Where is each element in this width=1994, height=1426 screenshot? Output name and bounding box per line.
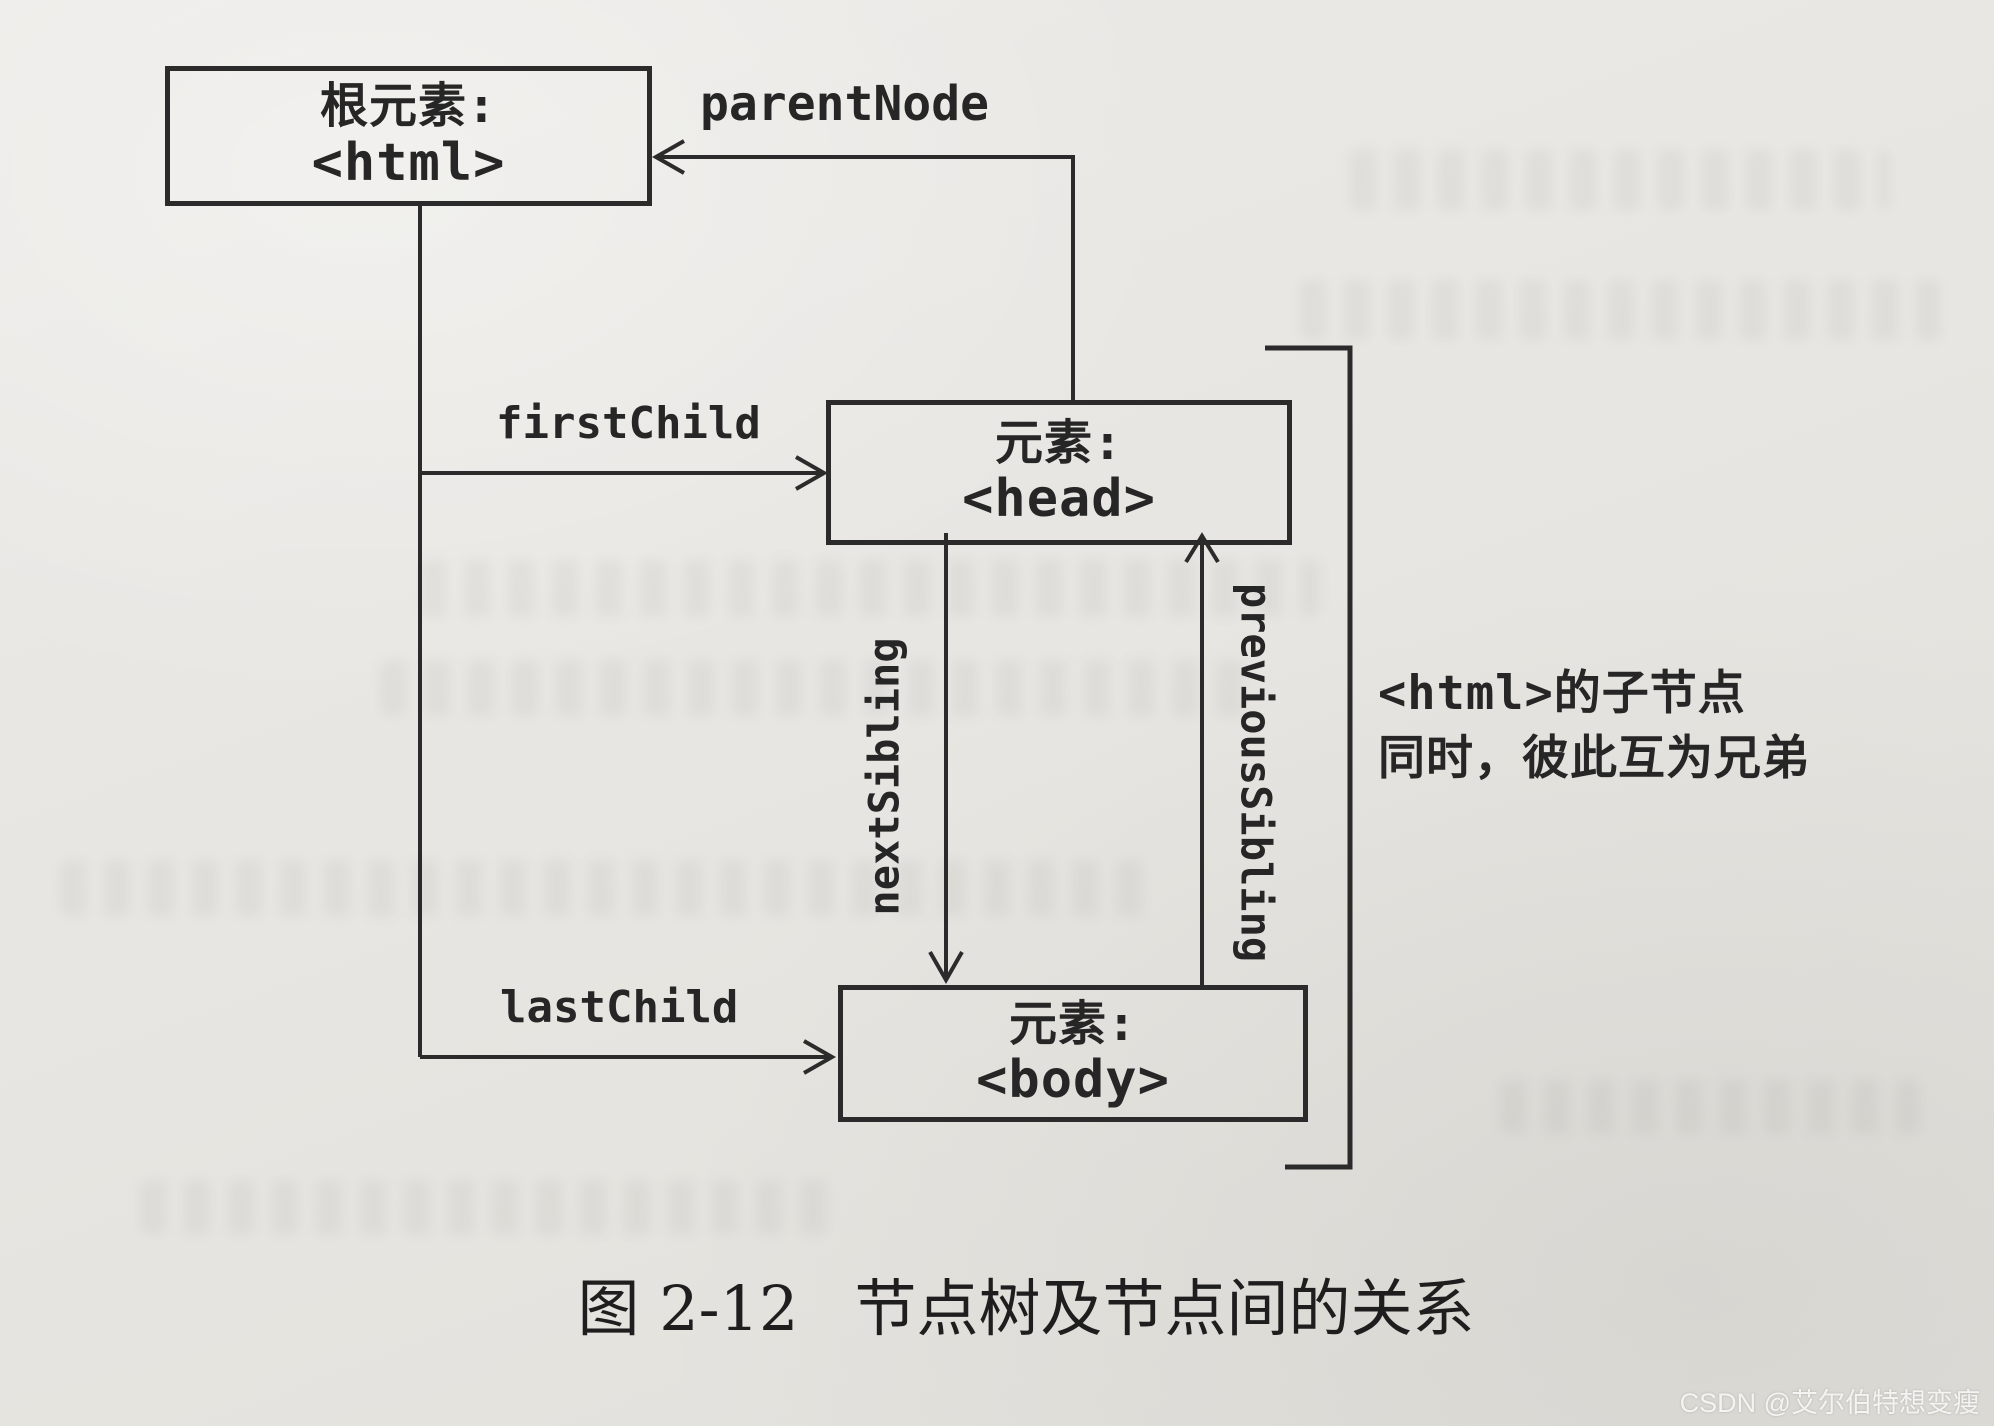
bleedthrough-smudge	[420, 560, 1320, 616]
previoussibling-arrowhead	[1186, 536, 1218, 562]
figure-caption: 图 2-12 节点树及节点间的关系	[0, 1258, 1994, 1348]
sibling-group-bracket	[1265, 348, 1350, 1167]
node-box-body: 元素: <body>	[838, 985, 1308, 1122]
figure-title: 节点树及节点间的关系	[854, 1272, 1475, 1345]
node-body-tag: <body>	[976, 1050, 1170, 1111]
lastchild-arrowhead	[804, 1041, 832, 1073]
node-head-tag: <head>	[962, 469, 1156, 530]
bleedthrough-smudge	[1350, 150, 1890, 210]
node-html-title: 根元素:	[320, 78, 497, 134]
firstchild-arrowhead	[796, 457, 824, 489]
sibling-annotation: <html>的子节点 同时，彼此互为兄弟	[1378, 662, 1810, 792]
bleedthrough-smudge	[1500, 1080, 1920, 1134]
edge-label-firstchild: firstChild	[496, 398, 761, 449]
bleedthrough-smudge	[1300, 280, 1940, 340]
node-body-title: 元素:	[1009, 995, 1137, 1052]
node-box-html: 根元素: <html>	[165, 66, 652, 206]
node-head-title: 元素:	[995, 414, 1123, 471]
node-box-head: 元素: <head>	[826, 400, 1292, 545]
edge-label-lastchild: lastChild	[500, 982, 739, 1033]
nextsibling-arrowhead	[930, 952, 962, 980]
csdn-watermark: CSDN @艾尔伯特想变瘦	[1679, 1388, 1980, 1418]
edge-label-nextsibling: nextSibling	[859, 637, 909, 916]
edge-label-previoussibling: previousSibling	[1231, 582, 1281, 963]
bleedthrough-smudge	[380, 660, 1260, 716]
bleedthrough-smudge	[60, 860, 1160, 916]
parentnode-arrowhead	[656, 141, 684, 173]
node-html-tag: <html>	[311, 132, 506, 193]
edge-label-parentnode: parentNode	[700, 76, 989, 132]
bleedthrough-smudge	[140, 1180, 840, 1234]
figure-number: 图 2-12	[577, 1272, 799, 1345]
sibling-annotation-line2: 同时，彼此互为兄弟	[1378, 730, 1810, 786]
parentnode-arrow-line	[658, 157, 1073, 400]
sibling-annotation-line1: <html>的子节点	[1378, 666, 1746, 721]
